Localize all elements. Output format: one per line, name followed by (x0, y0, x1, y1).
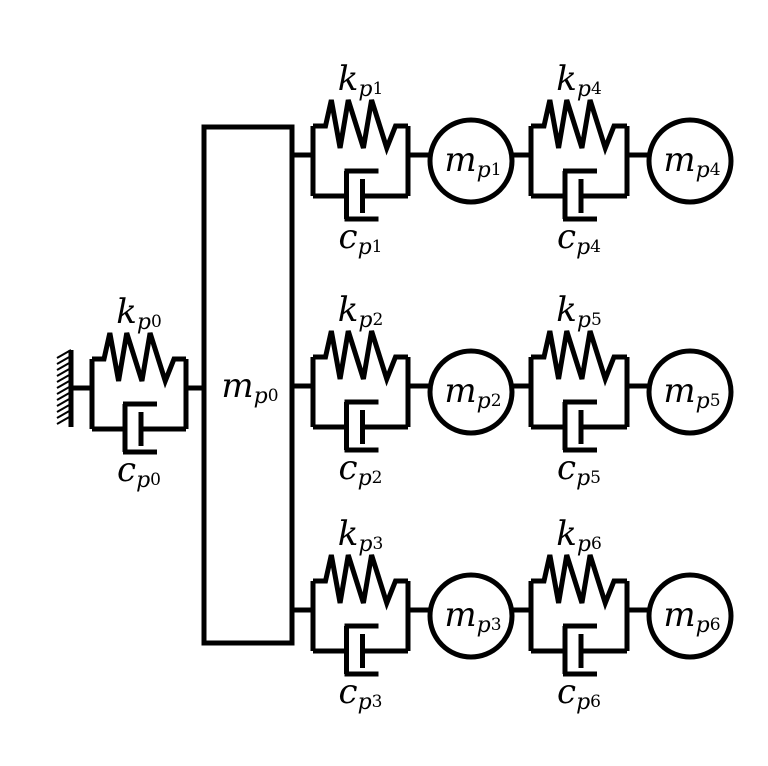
wall-hatch (56, 415, 72, 425)
wall-hatch (56, 403, 72, 413)
spring-b1s1 (313, 99, 408, 156)
spring-damper-unit-p0 (89, 332, 189, 455)
spring-label-b1s1: kp1 (338, 59, 384, 102)
wall-hatch (56, 361, 72, 371)
spring-b3s1 (313, 554, 408, 611)
damper-label-b2s2: cp5 (557, 448, 601, 491)
wall-hatch (56, 367, 72, 377)
spring-label-b1s2: kp4 (556, 59, 602, 102)
mass-b3s1 (427, 572, 515, 660)
spring-damper-unit-b2s2 (528, 330, 630, 453)
spring-damper-unit-b3s2 (528, 554, 630, 677)
mass-label-b2s2: mp5 (663, 371, 720, 414)
spring-damper-unit-b1s1 (310, 99, 411, 222)
mass-b1s2 (646, 117, 734, 205)
spring-p0 (92, 332, 186, 389)
damper-label-b1s1: cp1 (339, 217, 383, 260)
mass-label-b2s1: mp2 (444, 371, 501, 414)
main-mass-block (201, 124, 295, 646)
mass-b2s1 (427, 348, 515, 436)
wall-hatch (56, 349, 72, 359)
mass-b3s2 (646, 572, 734, 660)
spring-label-p0: kp0 (116, 292, 162, 335)
damper-label-b3s2: cp6 (557, 672, 601, 715)
damper-label-p0: cp0 (117, 450, 161, 493)
spring-damper-unit-b1s2 (528, 99, 630, 222)
spring-label-b3s2: kp6 (556, 514, 602, 557)
spring-b1s2 (531, 99, 627, 156)
damper-label-b2s1: cp2 (339, 448, 383, 491)
wall-hatch (56, 391, 72, 401)
mass-label-b1s1: mp1 (444, 140, 501, 183)
wall-hatch (56, 379, 72, 389)
wall-hatch (56, 397, 72, 407)
main-mass-label: mp0 (221, 366, 278, 409)
wall-hatch (56, 409, 72, 419)
spring-label-b2s1: kp2 (338, 290, 384, 333)
spring-label-b3s1: kp3 (338, 514, 384, 557)
spring-label-b2s2: kp5 (556, 290, 602, 333)
wall-hatch (56, 385, 72, 395)
mass-label-b3s2: mp6 (663, 595, 720, 638)
mass-label-b1s2: mp4 (663, 140, 720, 183)
mass-b2s2 (646, 348, 734, 436)
damper-label-b1s2: cp4 (557, 217, 601, 260)
spring-damper-unit-b2s1 (310, 330, 411, 453)
mass-b1s1 (427, 117, 515, 205)
spring-b2s1 (313, 330, 408, 387)
spring-b2s2 (531, 330, 627, 387)
wall-hatch (56, 373, 72, 383)
wall-hatch (56, 355, 72, 365)
damper-label-b3s1: cp3 (339, 672, 383, 715)
spring-damper-unit-b3s1 (310, 554, 411, 677)
spring-b3s2 (531, 554, 627, 611)
mass-label-b3s1: mp3 (444, 595, 501, 638)
